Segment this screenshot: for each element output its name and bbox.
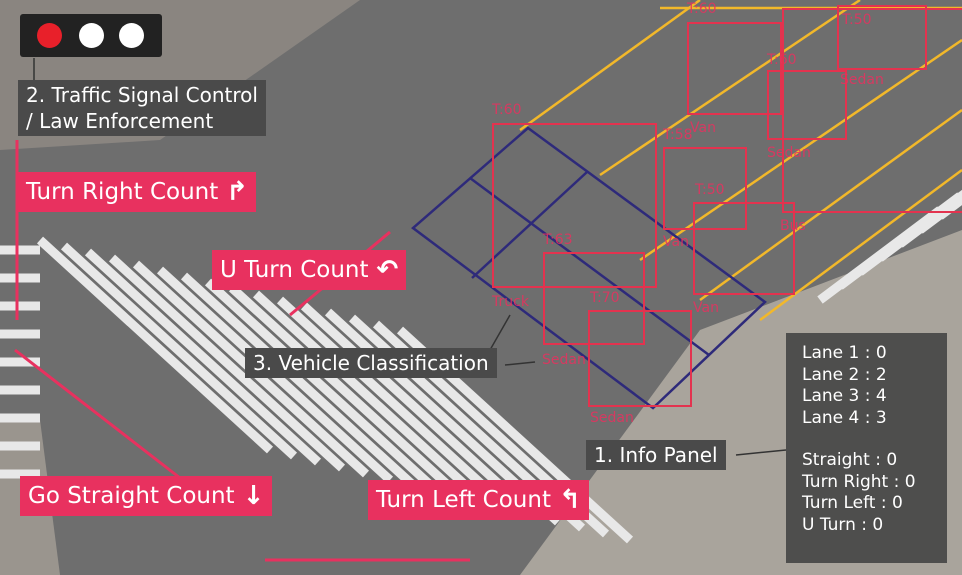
go-straight-text: Go Straight Count <box>28 483 235 509</box>
u-turn-count: U Turn : 0 <box>802 514 884 535</box>
crosswalk-stripe <box>204 278 442 496</box>
lane-1-count: Lane 1 : 0 <box>802 343 887 363</box>
vehicle-time: T:58 <box>663 127 693 143</box>
crosswalk-stripe <box>228 284 466 502</box>
turn-left-count-label: Turn Left Count ↰ <box>368 480 589 520</box>
crosswalk-stripe <box>84 248 322 466</box>
vehicle-time: T:50 <box>842 12 872 28</box>
crosswalk-stripe <box>60 242 298 460</box>
turn-left-arrow-icon: ↰ <box>558 485 581 515</box>
vehicle-box-sedan <box>543 252 645 345</box>
vehicle-type: Van <box>693 300 719 316</box>
turn-left-text: Turn Left Count <box>376 487 551 513</box>
u-turn-count-label: U Turn Count ↶ <box>212 250 407 290</box>
down-arrow-icon: ↓ <box>242 481 265 511</box>
vehicle-type: Sedan <box>840 72 884 88</box>
lane-3-count: Lane 3 : 4 <box>802 386 887 406</box>
red-light-icon <box>37 23 62 48</box>
crosswalk-stripe <box>276 296 514 514</box>
vehicle-type: Van <box>663 234 689 250</box>
vehicle-box-van <box>687 22 782 115</box>
vehicle-type: Truck <box>492 294 529 310</box>
vehicle-time: T:60 <box>687 1 717 17</box>
vehicle-time: T:60 <box>767 52 797 68</box>
crosswalk-stripe <box>180 272 418 490</box>
signal-control-line1: 2. Traffic Signal Control <box>26 83 258 107</box>
off-light-icon <box>119 23 144 48</box>
info-panel-label: 1. Info Panel <box>586 440 726 470</box>
go-straight-count-label: Go Straight Count ↓ <box>20 476 273 516</box>
lane-4-count: Lane 4 : 3 <box>802 407 887 428</box>
vehicle-time: T:50 <box>695 182 725 198</box>
vehicle-box-truck <box>492 123 657 288</box>
vehicle-classification-label: 3. Vehicle Classification <box>245 348 497 378</box>
turn-right-count-label: Turn Right Count ↱ <box>18 172 257 212</box>
vehicle-type: Sedan <box>542 352 586 368</box>
lane-zone <box>411 126 767 410</box>
signal-control-label: 2. Traffic Signal Control / Law Enforcem… <box>18 80 266 136</box>
u-turn-text: U Turn Count <box>220 257 369 283</box>
signal-control-line2: / Law Enforcement <box>26 109 214 133</box>
vehicle-time: T:70 <box>590 290 620 306</box>
lane-2-count: Lane 2 : 2 <box>802 364 887 385</box>
vehicle-time: T:63 <box>543 232 573 248</box>
vehicle-box-sedan <box>837 5 927 70</box>
vehicle-box-sedan <box>588 310 692 407</box>
vehicle-type: Van <box>690 120 716 136</box>
off-light-icon <box>79 23 104 48</box>
crosswalk-stripe <box>252 290 490 508</box>
vehicle-box-van <box>693 202 795 295</box>
crosswalk-stripe <box>36 236 274 454</box>
vehicle-box-sedan <box>767 70 847 140</box>
vehicle-type: Sedan <box>767 145 811 161</box>
crosswalk-stripe <box>108 254 346 472</box>
vehicle-time: T:60 <box>492 102 522 118</box>
vehicle-type: Bus <box>780 218 806 234</box>
u-turn-arrow-icon: ↶ <box>376 255 399 285</box>
turn-right-arrow-icon: ↱ <box>226 177 249 207</box>
straight-count: Straight : 0 <box>802 450 898 470</box>
vehicle-box-van <box>663 147 747 230</box>
turn-right-text: Turn Right Count <box>26 179 219 205</box>
vehicle-type: Sedan <box>590 410 634 426</box>
info-panel: Lane 1 : 0 Lane 2 : 2 Lane 3 : 4 Lane 4 … <box>786 333 947 563</box>
vehicle-box-bus <box>782 8 962 213</box>
turn-left-count: Turn Left : 0 <box>802 493 903 513</box>
turn-right-count: Turn Right : 0 <box>802 471 916 492</box>
traffic-signal <box>20 14 162 57</box>
